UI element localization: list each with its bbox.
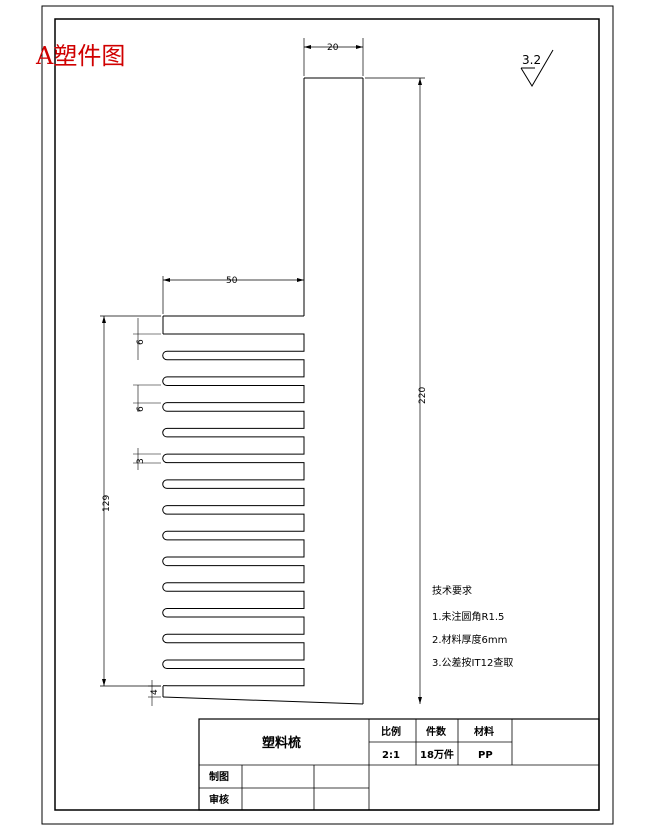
comb-part-outline: [162, 77, 364, 705]
dimension-handle-offset: 50: [162, 276, 304, 314]
comb-teeth: [162, 333, 305, 687]
tech-req-item-2: 2.材料厚度6mm: [432, 633, 507, 646]
surface-roughness-symbol: 3.2: [520, 49, 554, 87]
dimension-pitch-a: 6: [133, 318, 161, 360]
dimension-teeth-span: 129: [100, 315, 161, 687]
dimension-handle-width: 20: [303, 38, 364, 76]
outer-border: [41, 5, 614, 825]
dim-pitch-b: 6: [136, 406, 146, 412]
quantity-label: 件数: [426, 725, 447, 738]
material-value: PP: [478, 750, 493, 761]
tech-req-item-1: 1.未注圆角R1.5: [432, 610, 504, 623]
dimension-end: 4: [148, 680, 161, 706]
dim-end: 4: [150, 689, 160, 695]
dimension-pitch-b: 6: [133, 384, 161, 412]
comb-tooth-outline: [162, 333, 305, 687]
scale-value: 2:1: [382, 750, 400, 761]
tech-req-item-3: 3.公差按IT12查取: [432, 656, 513, 669]
dim-handle-offset: 50: [226, 276, 238, 286]
dimension-gap: 3: [133, 448, 161, 470]
title-block: 塑料梳 比例 件数 材料 2:1 18万件 PP 制图 审核: [198, 718, 600, 811]
dim-gap: 3: [136, 458, 146, 464]
sheet-title: A塑件图: [35, 42, 125, 70]
drawn-label: 制图: [209, 770, 229, 783]
material-label: 材料: [474, 725, 494, 738]
scale-label: 比例: [381, 725, 401, 738]
dimension-total-height: 220: [365, 77, 428, 704]
roughness-value: 3.2: [522, 53, 541, 67]
checked-label: 审核: [209, 793, 229, 806]
dim-pitch-a: 6: [136, 339, 146, 345]
dim-total-height: 220: [418, 387, 428, 404]
part-name: 塑料梳: [262, 735, 301, 751]
dim-teeth-span: 129: [102, 495, 112, 512]
inner-frame: [54, 18, 600, 811]
quantity-value: 18万件: [420, 748, 454, 761]
technical-requirements: 技术要求 1.未注圆角R1.5 2.材料厚度6mm 3.公差按IT12查取: [432, 584, 513, 669]
dim-handle-width: 20: [327, 43, 339, 53]
tech-req-heading: 技术要求: [432, 584, 472, 597]
